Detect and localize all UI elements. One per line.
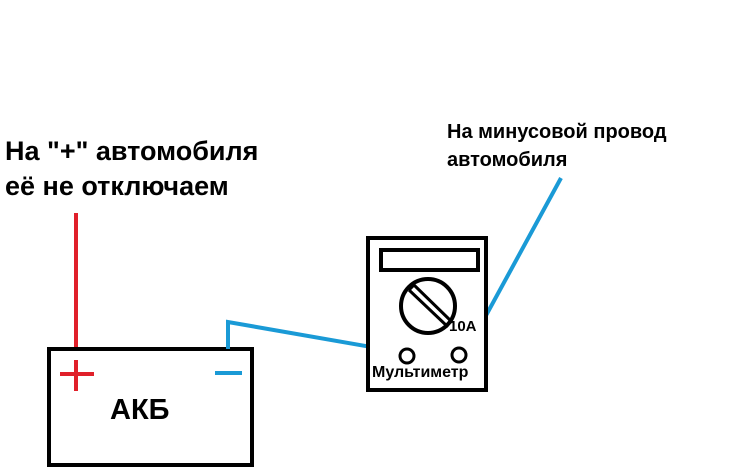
com-port — [398, 347, 416, 365]
negative-note-line-2: автомобиля — [447, 149, 568, 171]
positive-note: На "+" автомобиля её не отключаем — [5, 134, 258, 204]
multimeter-display — [379, 248, 480, 272]
battery-label: АКБ — [110, 394, 170, 426]
rotary-dial-icon — [399, 277, 457, 335]
10a-port — [450, 346, 468, 364]
plus-sign-icon — [60, 360, 94, 391]
multimeter-label: Мультиметр — [372, 364, 469, 381]
negative-wire-battery — [226, 319, 401, 354]
battery-body — [47, 347, 254, 467]
port-10a-label: 10A — [449, 318, 477, 335]
positive-note-line-2: её не отключаем — [5, 171, 229, 201]
negative-note: На минусовой провод автомобиля — [447, 118, 667, 174]
positive-note-line-1: На "+" автомобиля — [5, 136, 259, 166]
negative-note-line-1: На минусовой провод — [447, 121, 667, 143]
